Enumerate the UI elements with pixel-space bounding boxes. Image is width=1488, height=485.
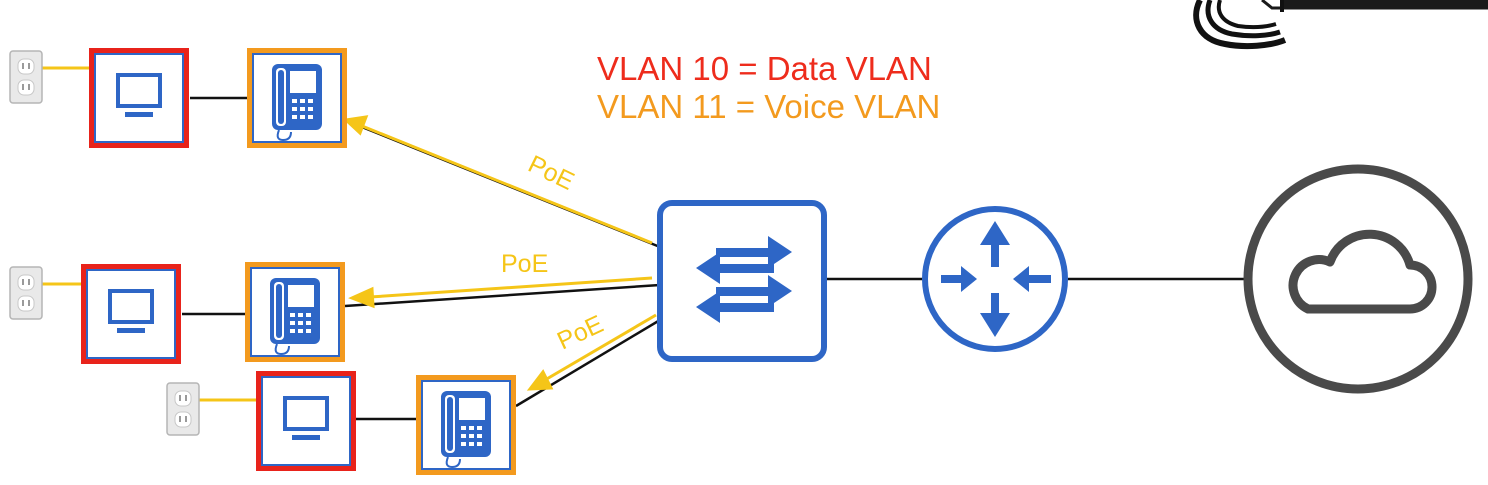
pc-monitor-icon [87, 46, 191, 150]
router-icon [922, 206, 1068, 352]
power-outlet-icon [166, 382, 200, 436]
pc-monitor-icon [254, 369, 358, 473]
ip-phone-icon [415, 374, 517, 476]
power-outlet-icon [9, 266, 43, 320]
legend-voice-vlan: VLAN 11 = Voice VLAN [597, 88, 941, 125]
poe-links [38, 66, 657, 402]
ip-phone-icon [246, 47, 348, 149]
power-outlet-icon [9, 50, 43, 104]
pc-monitor-icon [79, 262, 183, 366]
ip-phone-icon [244, 261, 346, 363]
cloud-icon [1243, 164, 1473, 394]
poe-label: PoE [501, 250, 549, 278]
phone-handset-cord-icon [1193, 0, 1488, 50]
switch-icon [657, 200, 827, 362]
legend-data-vlan: VLAN 10 = Data VLAN [597, 50, 932, 87]
